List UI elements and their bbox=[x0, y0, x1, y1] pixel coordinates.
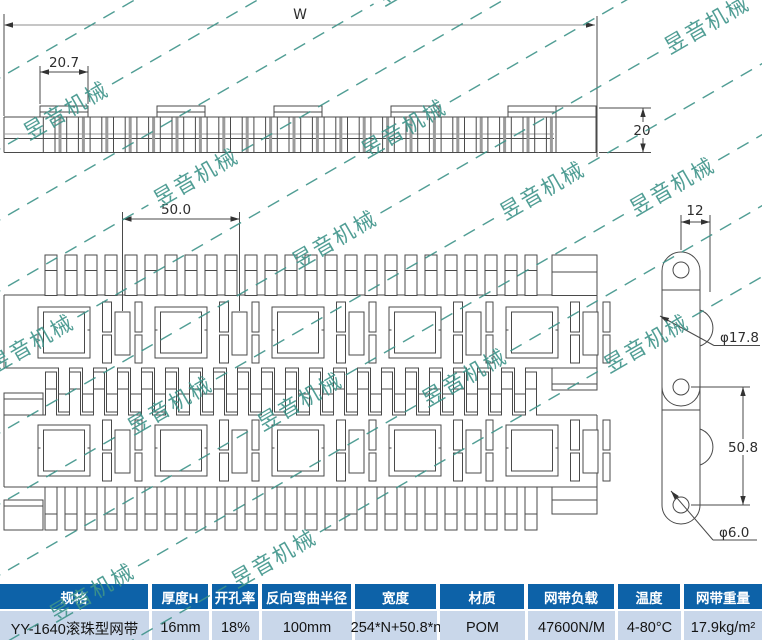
watermark-text: 昱音机械 bbox=[150, 144, 244, 213]
end-plate-view: 12 φ17.8 50.8 φ6.0 bbox=[659, 203, 760, 541]
side-view: W 20.7 20 bbox=[3, 7, 656, 157]
spec-header-0: 规格 bbox=[0, 584, 152, 609]
watermark-text: 昱音机械 bbox=[418, 344, 512, 413]
spec-header-5: 材质 bbox=[440, 584, 528, 609]
tab-width-dim: 20.7 bbox=[49, 55, 79, 71]
spec-value-3: 100mm bbox=[262, 611, 355, 640]
watermark-text: 昱音机械 bbox=[357, 95, 451, 164]
plan-view: 50.0 bbox=[3, 202, 611, 531]
watermark-text: 昱音机械 bbox=[496, 157, 590, 226]
spec-header-6: 网带负载 bbox=[528, 584, 618, 609]
spec-header-3: 反向弯曲半径 bbox=[262, 584, 355, 609]
ball-diameter-label: φ17.8 bbox=[720, 330, 759, 346]
spec-value-8: 17.9kg/m² bbox=[684, 611, 762, 640]
spec-value-0: YY-1640滚珠型网带 bbox=[0, 611, 152, 640]
plate-width-dim: 12 bbox=[686, 203, 703, 219]
pin-hole-label: φ6.0 bbox=[719, 525, 749, 541]
watermark-text: 昱音机械 bbox=[626, 153, 720, 222]
spec-value-5: POM bbox=[440, 611, 528, 640]
spec-header-2: 开孔率 bbox=[212, 584, 262, 609]
hinge-pitch-dim: 50.8 bbox=[728, 440, 758, 456]
ball-pitch-dim: 50.0 bbox=[161, 202, 191, 218]
belt-thickness-dim: 20 bbox=[633, 123, 650, 139]
watermark-text: 昱音机械 bbox=[661, 0, 755, 60]
watermark-text: 昱音机械 bbox=[375, 0, 469, 12]
watermark-text: 昱音机械 bbox=[254, 368, 348, 437]
spec-value-2: 18% bbox=[212, 611, 262, 640]
spec-header-1: 厚度H bbox=[152, 584, 212, 609]
spec-header-7: 温度 bbox=[618, 584, 684, 609]
watermark-text: 昱音机械 bbox=[288, 206, 382, 275]
spec-value-1: 16mm bbox=[152, 611, 212, 640]
watermark-text: 昱音机械 bbox=[124, 372, 218, 441]
watermark-text: 昱音机械 bbox=[0, 310, 79, 379]
spec-value-7: 4-80°C bbox=[618, 611, 684, 640]
watermark-text: 昱音机械 bbox=[20, 77, 114, 146]
belt-width-dim: W bbox=[293, 7, 307, 23]
spec-header-4: 宽度 bbox=[355, 584, 440, 609]
spec-header-8: 网带重量 bbox=[684, 584, 762, 609]
spec-value-6: 47600N/M bbox=[528, 611, 618, 640]
watermark-text: 昱音机械 bbox=[600, 310, 694, 379]
spec-value-4: 254*N+50.8*n bbox=[351, 611, 441, 640]
